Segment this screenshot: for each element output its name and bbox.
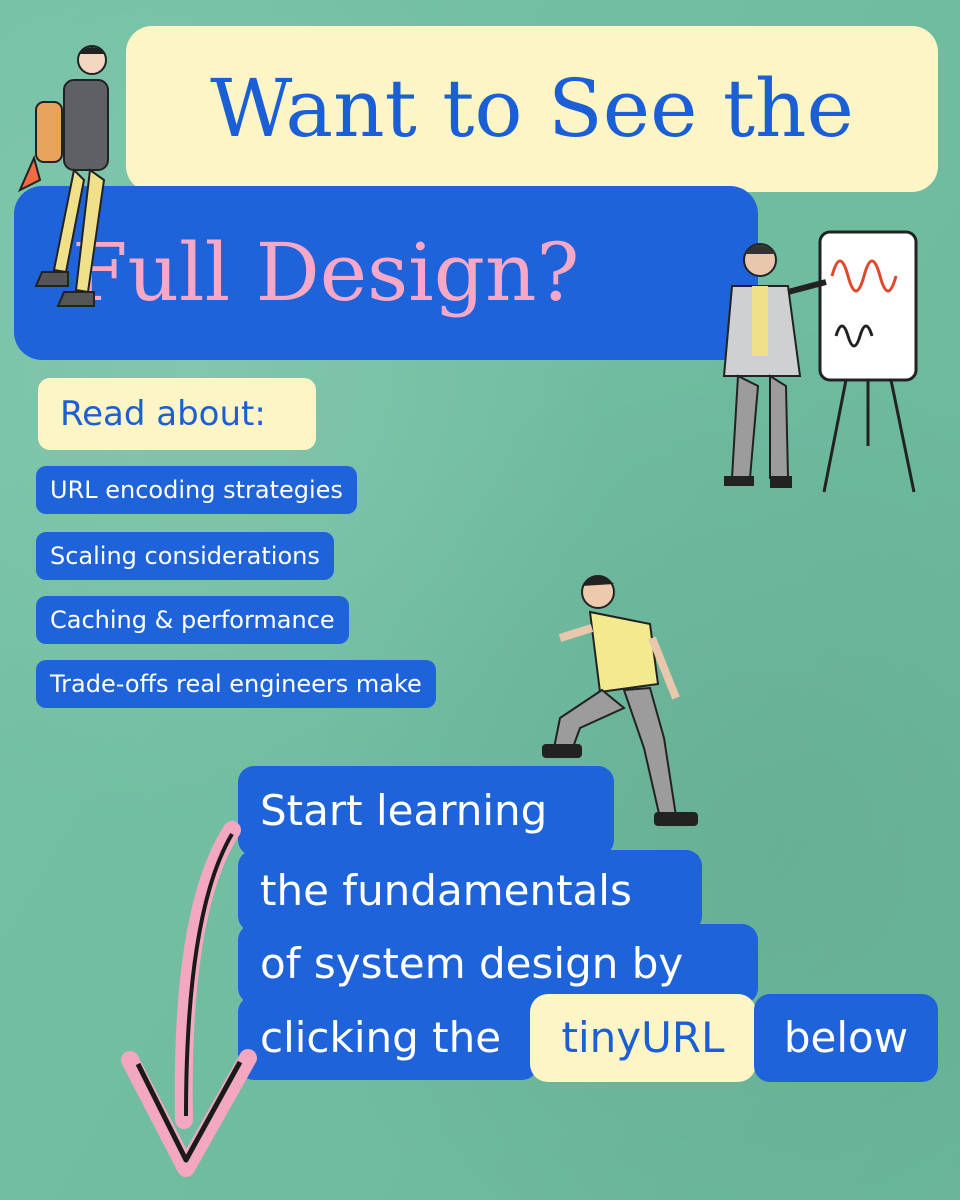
jetpack-man-icon (17, 45, 109, 307)
topic-chip-tradeoffs: Trade-offs real engineers make (36, 660, 436, 708)
topic-chip-scaling: Scaling considerations (36, 532, 334, 580)
presenter-at-easel-icon (722, 230, 918, 493)
cta-line-4-prefix: clicking the (238, 996, 538, 1080)
headline-line-2: Full Design? (14, 186, 758, 360)
topic-chip-url-encoding: URL encoding strategies (36, 466, 357, 514)
headline-line-1: Want to See the (126, 26, 938, 192)
down-arrow-icon (121, 821, 257, 1177)
cta-line-1: Start learning (238, 766, 614, 856)
cta-line-4-suffix: below (754, 994, 938, 1082)
cta-line-2: the fundamentals (238, 850, 702, 932)
topic-chip-caching: Caching & performance (36, 596, 349, 644)
read-about-label: Read about: (38, 378, 316, 450)
cta-line-3: of system design by (238, 924, 758, 1004)
tinyurl-link[interactable]: tinyURL (530, 994, 756, 1082)
climbing-man-icon (542, 575, 698, 826)
